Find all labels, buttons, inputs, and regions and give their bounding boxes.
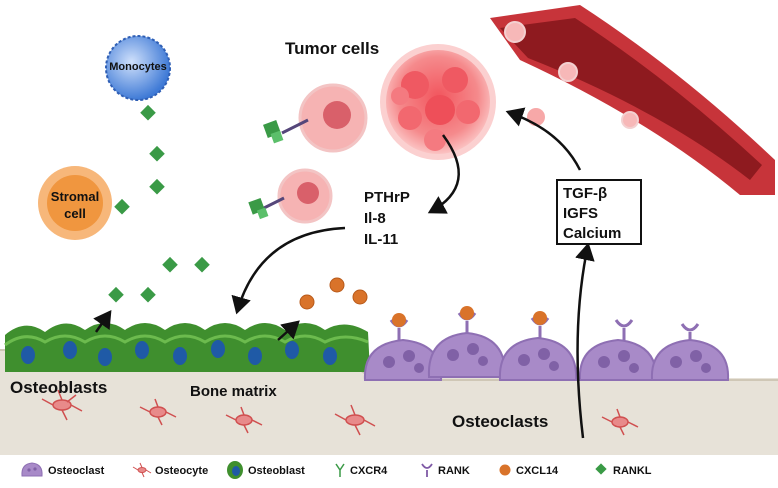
factor-il11: IL-11 xyxy=(364,231,398,248)
legend: Osteoclast Osteocyte Osteoblast CXCR4 RA… xyxy=(21,461,652,479)
arrow-tumor-to-factors xyxy=(427,134,460,214)
legend-cxcl14: CXCL14 xyxy=(499,464,559,477)
bone-matrix-label: Bone matrix xyxy=(190,383,277,400)
legend-osteoclast: Osteoclast xyxy=(21,462,105,477)
osteocytes xyxy=(41,389,639,436)
svg-text:Osteoblast: Osteoblast xyxy=(248,465,305,477)
secreted-factors-box: TGF-β IGFS Calcium xyxy=(556,179,642,245)
monocytes-label: Monocytes xyxy=(109,61,166,73)
tumor-cells-label: Tumor cells xyxy=(285,39,379,58)
arrow-bone-to-box xyxy=(575,242,595,439)
box-calcium: Calcium xyxy=(563,225,621,242)
tumor-cell-upper xyxy=(263,83,368,153)
arrow-box-to-tumor xyxy=(505,107,582,171)
svg-text:Osteoclast: Osteoclast xyxy=(48,465,105,477)
svg-text:CXCR4: CXCR4 xyxy=(350,465,388,477)
arrow-osteoblast-cxcl14 xyxy=(277,320,300,341)
rankl-molecules xyxy=(108,104,210,303)
osteoclasts-label: Osteoclasts xyxy=(452,412,548,431)
osteoclast-icon xyxy=(21,462,43,477)
svg-text:CXCL14: CXCL14 xyxy=(516,465,559,477)
box-igfs: IGFS xyxy=(563,205,598,222)
legend-rankl: RANKL xyxy=(595,463,652,477)
factor-pthrp: PTHrP xyxy=(364,189,410,206)
arrow-factors-to-osteoblasts xyxy=(231,226,346,315)
legend-cxcr4: CXCR4 xyxy=(335,463,388,477)
legend-osteocyte: Osteocyte xyxy=(132,462,208,478)
svg-text:RANK: RANK xyxy=(438,465,470,477)
tumor-cell-lower xyxy=(248,168,333,224)
rank-icon xyxy=(421,463,433,477)
arrows xyxy=(93,107,595,439)
cxcl14-icon xyxy=(499,464,511,476)
legend-rank: RANK xyxy=(421,463,470,477)
arrow-osteoblast-rankl xyxy=(93,309,112,333)
box-tgf-beta: TGF-β xyxy=(563,185,607,202)
svg-text:Osteocyte: Osteocyte xyxy=(155,465,208,477)
legend-osteoblast: Osteoblast xyxy=(227,461,305,479)
factors-list: PTHrP Il-8 IL-11 xyxy=(364,189,410,248)
factor-il8: Il-8 xyxy=(364,210,386,227)
rankl-icon xyxy=(595,463,607,475)
svg-text:RANKL: RANKL xyxy=(613,465,652,477)
stromal-label-line2: cell xyxy=(64,206,86,221)
osteoblasts-label: Osteoblasts xyxy=(10,378,107,397)
osteoblast-icon xyxy=(227,461,243,479)
osteoblast-layer xyxy=(4,323,370,372)
monocyte-cell: Monocytes xyxy=(105,35,171,101)
tumor-cluster xyxy=(380,44,496,160)
osteoclasts xyxy=(363,306,730,381)
blood-vessel xyxy=(490,5,775,195)
osteocyte-icon xyxy=(132,462,152,478)
stromal-cell: Stromal cell xyxy=(38,166,112,240)
cxcr4-icon xyxy=(335,463,345,477)
cxcl14-molecules xyxy=(299,277,368,310)
stromal-label-line1: Stromal xyxy=(51,189,99,204)
